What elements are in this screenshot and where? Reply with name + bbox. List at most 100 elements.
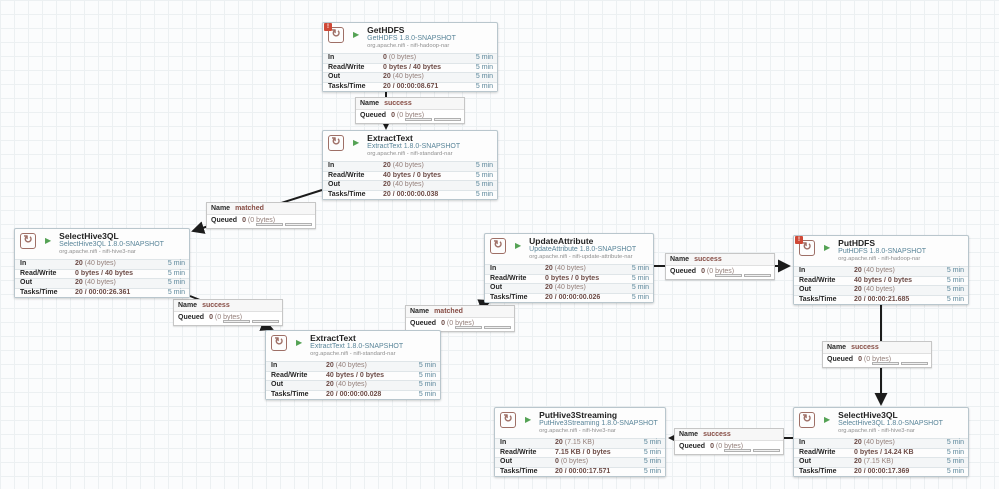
stat-window: 5 min [475,54,493,62]
connection-relationship: success [694,256,722,263]
processor-titles: PutHive3Streaming PutHive3Streaming 1.8.… [539,411,658,435]
stat-label: In [328,162,335,170]
processor-extracttext-1[interactable]: ↻ ▶ ExtractText ExtractText 1.8.0-SNAPSH… [322,130,498,200]
queue-count-bar [405,118,432,121]
stat-value: 20 (40 bytes) [383,162,424,170]
processor-header: ↻ ▶ SelectHive3QL SelectHive3QL 1.8.0-SN… [15,229,189,259]
stat-label: Out [328,73,341,81]
processor-puthdfs[interactable]: ↻ ! ▶ PutHDFS PutHDFS 1.8.0-SNAPSHOT org… [793,235,969,305]
processor-stats: In 0 (0 bytes) 5 min Read/Write 0 bytes … [323,53,497,91]
queue-size-bar [744,274,771,277]
stat-value: 20 / 00:00:08.671 [383,82,439,90]
queue-size-bar [753,449,780,452]
queue-size-bar [901,362,928,365]
connection-queued-value: 0 (0 bytes) [710,443,744,450]
stat-value: 20 (40 bytes) [383,181,424,189]
stat-label: Tasks/Time [20,288,58,296]
stat-row: Read/Write 0 bytes / 40 bytes 5 min [323,62,497,72]
stat-window: 5 min [946,286,964,294]
stat-value: 40 bytes / 0 bytes [326,371,384,379]
connection-name-key: Name [827,344,847,351]
stat-value: 0 bytes / 14.24 KB [854,448,914,456]
processor-icon-wrap: ↻ [328,135,346,153]
stat-value: 20 (40 bytes) [326,362,367,370]
queue-count-bar [872,362,899,365]
stat-value: 0 bytes / 0 bytes [545,274,600,282]
processor-icon-wrap: ↻ [490,238,508,256]
stat-row: In 20 (40 bytes) 5 min [323,161,497,171]
stat-value: 20 (7.15 KB) [854,458,894,466]
stat-row: Read/Write 7.15 KB / 0 bytes 5 min [495,447,665,457]
processor-bundle: org.apache.nifi - nifi-update-attribute-… [529,254,633,260]
connection-relationship: success [202,302,230,309]
queue-size-bar [484,326,511,329]
processor-titles: SelectHive3QL SelectHive3QL 1.8.0-SNAPSH… [59,232,164,256]
processor-icon-wrap: ↻ [271,335,289,353]
queue-percent-bars [256,223,312,226]
stat-value: 20 / 00:00:21.685 [854,295,910,303]
processor-icon-wrap: ↻ ! [795,236,817,258]
connection-queued-key: Queued [670,268,697,275]
stat-window: 5 min [631,274,649,282]
stat-window: 5 min [631,284,649,292]
stat-label: Out [490,284,503,292]
stat-value: 20 (40 bytes) [383,73,424,81]
stat-row: Tasks/Time 20 / 00:00:08.671 5 min [323,81,497,91]
queue-count-bar [724,449,751,452]
stat-label: Tasks/Time [799,295,837,303]
processor-extracttext-2[interactable]: ↻ ▶ ExtractText ExtractText 1.8.0-SNAPSH… [265,330,441,400]
stat-row: In 20 (40 bytes) 5 min [266,361,440,371]
connection-name-key: Name [670,256,690,263]
connection-name-key: Name [211,205,231,212]
stat-label: In [328,54,335,62]
connection-queued-key: Queued [178,314,205,321]
processor-header: ↻ ▶ ExtractText ExtractText 1.8.0-SNAPSH… [323,131,497,161]
stat-row: Read/Write 0 bytes / 40 bytes 5 min [15,268,189,278]
stat-row: Out 20 (40 bytes) 5 min [15,278,189,288]
stat-window: 5 min [946,467,964,475]
processor-name: SelectHive3QL [838,410,898,420]
stat-window: 5 min [167,269,185,277]
stat-window: 5 min [643,458,661,466]
stat-label: Tasks/Time [500,467,538,475]
stat-row: Read/Write 40 bytes / 0 bytes 5 min [794,275,968,285]
processor-header: ↻ ▶ SelectHive3QL SelectHive3QL 1.8.0-SN… [794,408,968,438]
processor-bundle: org.apache.nifi - nifi-hive3-nar [838,428,915,434]
processor-puthive3streaming[interactable]: ↻ ▶ PutHive3Streaming PutHive3Streaming … [494,407,666,477]
processor-bundle: org.apache.nifi - nifi-hadoop-nar [367,43,450,49]
processor-version: GetHDFS 1.8.0-SNAPSHOT [367,35,456,42]
stat-window: 5 min [643,448,661,456]
stat-value: 40 bytes / 0 bytes [383,171,441,179]
processor-icon: ↻ [799,412,815,428]
stat-label: Out [500,458,513,466]
connection-queued-key: Queued [211,217,238,224]
stat-window: 5 min [475,171,493,179]
stat-row: Out 20 (40 bytes) 5 min [485,283,653,293]
processor-gethdfs[interactable]: ↻ ! ▶ GetHDFS GetHDFS 1.8.0-SNAPSHOT org… [322,22,498,92]
running-status-icon: ▶ [824,415,831,424]
processor-header: ↻ ! ▶ GetHDFS GetHDFS 1.8.0-SNAPSHOT org… [323,23,497,53]
stat-value: 20 / 00:00:00.026 [545,293,601,301]
stat-row: Out 20 (40 bytes) 5 min [266,380,440,390]
processor-header: ↻ ▶ PutHive3Streaming PutHive3Streaming … [495,408,665,438]
stat-value: 20 (40 bytes) [854,267,895,275]
processor-titles: UpdateAttribute UpdateAttribute 1.8.0-SN… [529,237,636,261]
connection-relationship: success [851,344,879,351]
stat-window: 5 min [418,362,436,370]
processor-selecthive3ql-1[interactable]: ↻ ▶ SelectHive3QL SelectHive3QL 1.8.0-SN… [14,228,190,298]
processor-icon: ↻ [328,27,344,43]
processor-selecthive3ql-2[interactable]: ↻ ▶ SelectHive3QL SelectHive3QL 1.8.0-SN… [793,407,969,477]
stat-label: In [500,439,507,447]
stat-value: 0 (0 bytes) [555,458,589,466]
stat-window: 5 min [167,288,185,296]
processor-updateattribute[interactable]: ↻ ▶ UpdateAttribute UpdateAttribute 1.8.… [484,233,654,303]
